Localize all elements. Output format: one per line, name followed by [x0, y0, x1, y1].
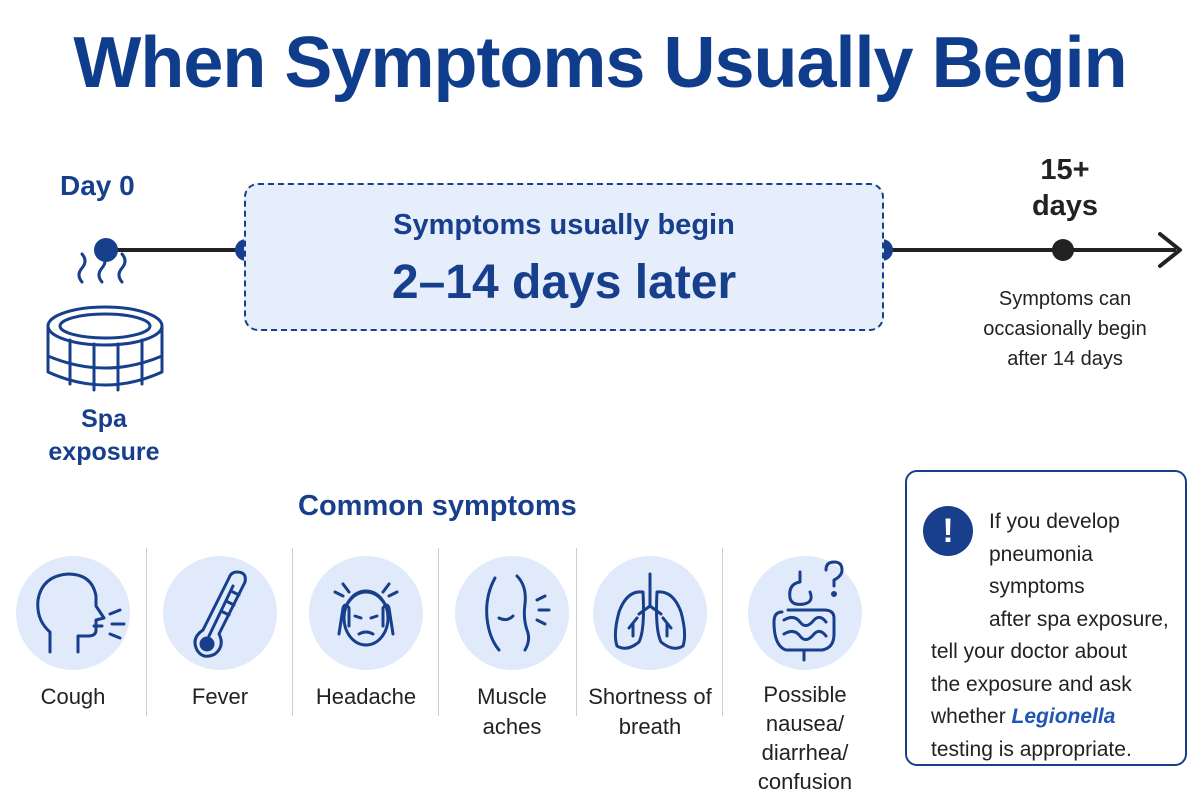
symptom-fever: Fever — [147, 548, 293, 798]
timeline-dot-day0 — [94, 238, 118, 262]
advice-line: the exposure and ask — [931, 672, 1132, 696]
symptom-label-line: aches — [482, 714, 542, 739]
icon-circle — [455, 556, 569, 670]
cough-icon — [36, 572, 126, 654]
headache-icon — [333, 582, 399, 647]
advice-text: If you develop pneumonia symptoms after … — [931, 506, 1181, 766]
end-label-line: 15+ — [1040, 154, 1090, 186]
symptom-divider — [576, 548, 577, 716]
symptom-label: Muscle aches — [439, 682, 585, 742]
symptom-label: Shortness of breath — [577, 682, 723, 742]
symptom-divider — [722, 548, 723, 716]
late-note-line: occasionally begin — [983, 318, 1147, 340]
symptom-label: Cough — [0, 682, 146, 712]
symptom-label-line: Fever — [191, 684, 249, 709]
symptom-label-line: breath — [618, 714, 682, 739]
symptom-label-line: nausea/ — [765, 711, 845, 736]
symptom-label-line: Muscle — [477, 684, 547, 709]
symptom-shortness-of-breath: Shortness of breath — [577, 548, 723, 798]
legionella-term: Legionella — [1011, 705, 1116, 728]
spa-exposure-label: Spa exposure — [34, 403, 174, 469]
symptom-muscle-aches: Muscle aches — [439, 548, 585, 798]
symptom-headache: Headache — [293, 548, 439, 798]
symptom-window-caption: Symptoms usually begin — [393, 209, 735, 241]
symptom-label-line: Possible — [763, 682, 847, 707]
symptom-label: Headache — [293, 682, 439, 712]
spa-tub-icon — [46, 252, 164, 392]
thermometer-icon — [193, 570, 247, 658]
spa-label-line: exposure — [48, 438, 160, 466]
symptom-divider — [438, 548, 439, 716]
timeline-arrowhead — [1158, 232, 1182, 268]
symptom-label-line: diarrhea/ — [761, 740, 849, 765]
symptom-label-line: confusion — [757, 769, 853, 794]
advice-line: whether Legionella — [931, 701, 1181, 734]
common-symptoms-heading: Common symptoms — [298, 490, 577, 522]
late-note-line: Symptoms can — [998, 288, 1132, 310]
advice-line: testing is appropriate. — [931, 737, 1132, 761]
fifteen-plus-days-label: 15+ days — [1000, 152, 1130, 224]
stomach-icon — [772, 560, 844, 662]
advice-line: pneumonia symptoms — [989, 542, 1093, 599]
symptom-cough: Cough — [0, 548, 146, 798]
late-note-line: after 14 days — [1007, 348, 1123, 370]
advice-box: ! If you develop pneumonia symptoms afte… — [905, 470, 1187, 766]
advice-line: If you develop — [989, 510, 1120, 533]
lungs-icon — [613, 572, 687, 650]
symptom-divider — [292, 548, 293, 716]
muscle-icon — [485, 574, 551, 652]
advice-line-text: whether — [931, 705, 1012, 728]
exclamation-icon: ! — [923, 506, 973, 556]
timeline-dot-15-days — [1052, 239, 1074, 261]
symptom-label-line: Shortness of — [588, 684, 712, 709]
spa-label-line: Spa — [81, 405, 127, 433]
day-zero-label: Day 0 — [60, 170, 135, 201]
symptom-label-line: Cough — [40, 684, 106, 709]
symptom-nausea-diarrhea-confusion: Possible nausea/ diarrhea/ confusion — [732, 548, 878, 798]
end-label-line: days — [1031, 190, 1099, 222]
symptom-window-box: Symptoms usually begin 2–14 days later — [244, 183, 884, 331]
symptom-divider — [146, 548, 147, 716]
late-onset-note: Symptoms can occasionally begin after 14… — [960, 284, 1170, 374]
symptom-label-line: Headache — [315, 684, 417, 709]
symptom-label: Fever — [147, 682, 293, 712]
symptom-window-range: 2–14 days later — [391, 256, 737, 309]
symptom-label: Possible nausea/ diarrhea/ confusion — [732, 680, 878, 796]
page-title: When Symptoms Usually Begin — [73, 23, 1127, 103]
advice-line: after spa exposure, — [989, 607, 1169, 631]
advice-line: tell your doctor about — [931, 640, 1128, 663]
icon-circle — [309, 556, 423, 670]
